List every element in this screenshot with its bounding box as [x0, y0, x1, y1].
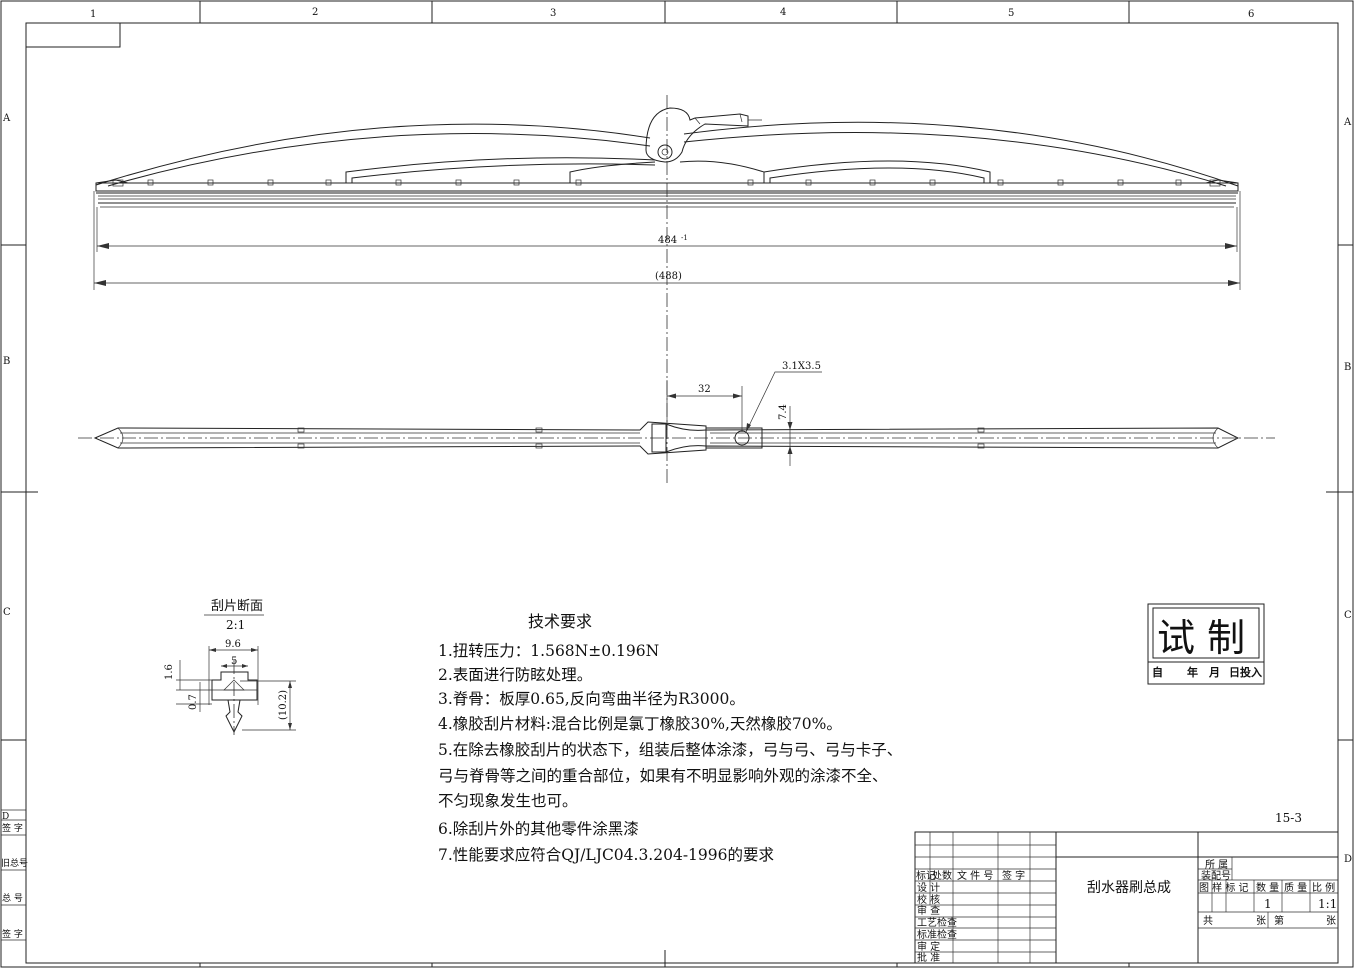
length-dimension: 484: [658, 235, 677, 246]
requirement-line: 2.表面进行防眩处理。: [438, 666, 592, 684]
title-block-label: 质 量: [1284, 882, 1307, 894]
stamp-label: 自: [1152, 665, 1163, 679]
title-block-label: 图 样 标 记: [1199, 881, 1249, 894]
stamp-label: 日投入: [1229, 665, 1262, 679]
zone-label: 5: [1008, 8, 1014, 19]
title-block-label: 文 件 号: [957, 869, 993, 882]
sheet-code: 15-3: [1275, 811, 1302, 825]
zone-row-labels: A B C A B C D: [2, 113, 1352, 865]
requirement-line: 5.在除去橡胶刮片的状态下，组装后整体涂漆，弓与弓、弓与卡子、: [438, 741, 902, 759]
side-block-label: 总 号: [2, 892, 23, 904]
overall-dimension: (488): [655, 271, 682, 282]
zone-label: C: [3, 607, 11, 618]
requirement-line: 4.橡胶刮片材料:混合比例是氯丁橡胶30%,天然橡胶70%。: [438, 715, 842, 733]
length-tolerance: -1: [681, 234, 688, 242]
requirement-line: 1.扭转压力：1.568N±0.196N: [438, 642, 659, 660]
title-block-label: 张: [1326, 915, 1336, 927]
offset-dimension: 32: [698, 384, 711, 395]
side-block-label: D: [2, 812, 9, 822]
section-title: 刮片断面: [211, 599, 263, 614]
stamp-label: 年: [1187, 665, 1198, 679]
zone-label: 6: [1248, 9, 1254, 20]
zone-label: B: [1344, 362, 1351, 373]
section-mid-dimension: 0.7: [188, 694, 199, 710]
side-block-label: 旧总号: [1, 857, 28, 869]
role-label: 批 准: [917, 951, 940, 964]
title-block-label: 比 例: [1312, 881, 1335, 894]
section-top-dimension: 1.6: [164, 664, 175, 680]
front-view: 484 -1 (488): [93, 95, 1241, 485]
side-block: D 签 字 旧总号 总 号 签 字: [1, 809, 28, 941]
top-view: 32 3.1X3.5 7.4: [78, 361, 1275, 466]
side-block-label: 签 字: [2, 928, 23, 940]
section-width-dimension: 9.6: [225, 639, 241, 650]
drawing-name: 刮水器刷总成: [1087, 880, 1171, 896]
zone-label: 2: [312, 7, 318, 18]
role-label: 校 核: [917, 893, 940, 906]
zone-label: A: [2, 113, 11, 124]
zone-label: B: [3, 356, 10, 367]
requirement-line: 7.性能要求应符合QJ/LJC04.3.204-1996的要求: [438, 845, 774, 864]
title-block-label: 张: [1256, 915, 1266, 927]
requirements-title: 技术要求: [528, 612, 592, 631]
title-block-label: 数 量: [1256, 881, 1279, 894]
technical-requirements: 技术要求 1.扭转压力：1.568N±0.196N 2.表面进行防眩处理。 3.…: [438, 612, 902, 864]
role-label: 审 定: [917, 940, 940, 953]
zone-label: 1: [90, 9, 96, 20]
title-block-label: 标记: [916, 870, 936, 882]
section-scale: 2:1: [226, 618, 245, 632]
zone-label: A: [1343, 117, 1352, 128]
side-block-label: 签 字: [2, 822, 23, 834]
zone-label: 4: [780, 7, 786, 18]
role-label: 设 计: [917, 881, 940, 894]
stamp-label: 月: [1208, 666, 1220, 679]
blade-claws: [147, 179, 1182, 186]
title-block: 标记 处数 文 件 号 签 字 设 计 校 核 审 查 工艺检查 标准检查 审 …: [914, 831, 1339, 964]
title-block-label: 第: [1274, 914, 1284, 927]
title-block-label: 所 属: [1205, 859, 1228, 871]
role-label: 审 查: [917, 904, 940, 917]
requirement-line: 弓与脊骨等之间的重合部位，如果有不明显影响外观的涂漆不全、: [438, 767, 888, 785]
hole-dimension: 3.1X3.5: [782, 361, 821, 372]
title-block-label: 签 字: [1002, 869, 1025, 882]
requirement-line: 3.脊骨：板厚0.65,反向弯曲半径为R3000。: [438, 690, 745, 708]
scale-value: 1:1: [1318, 897, 1337, 911]
title-block-label: 装配号: [1201, 869, 1231, 882]
zone-column-labels: 1 2 3 4 5 6: [90, 7, 1254, 20]
trial-production-stamp: 试 制 自 年 月 日投入: [1147, 603, 1265, 685]
requirement-line: 6.除刮片外的其他零件涂黑漆: [438, 820, 639, 838]
zone-label: 3: [550, 8, 556, 19]
role-label: 标准检查: [917, 928, 957, 941]
title-block-label: 共: [1203, 915, 1213, 927]
zone-label: D: [1344, 854, 1352, 865]
zone-label: C: [1344, 610, 1352, 621]
quantity-value: 1: [1264, 897, 1272, 911]
stamp-title: 试 制: [1157, 616, 1245, 660]
width-dimension: 7.4: [778, 404, 789, 420]
requirement-line: 不匀现象发生也可。: [438, 792, 578, 810]
section-view: 刮片断面 2:1 9.6 5 1.6 0.7 (10.2): [164, 599, 296, 735]
section-height-dimension: (10.2): [278, 690, 289, 720]
title-block-label: 处数: [932, 869, 952, 882]
role-label: 工艺检查: [917, 916, 957, 929]
